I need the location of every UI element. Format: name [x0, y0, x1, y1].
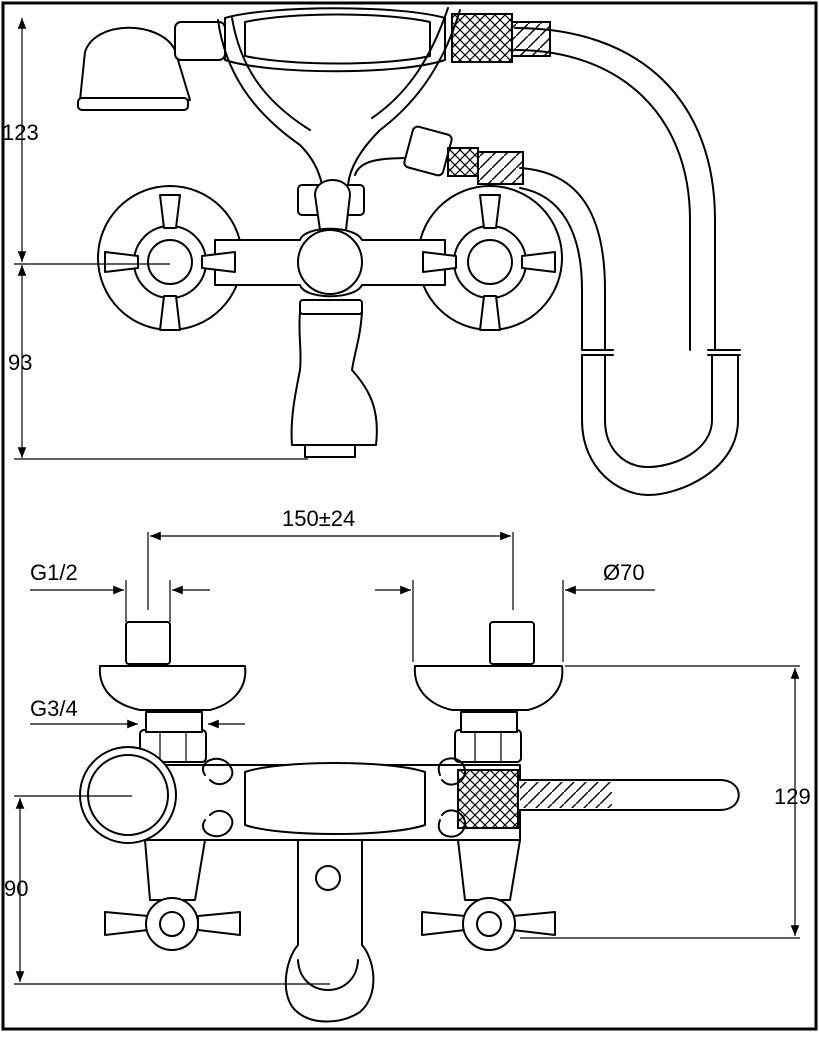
spout-base-circle — [297, 229, 363, 295]
cradle-arm-right — [347, 9, 461, 186]
dim-90-label: 90 — [4, 876, 28, 901]
cradle-hook-left — [202, 757, 234, 786]
knurled-grip — [451, 13, 513, 63]
dim-129-label: 129 — [774, 784, 811, 809]
rosette-bell-left — [98, 665, 247, 711]
hose-nut — [403, 125, 453, 177]
hose-bottom-loop-inner — [604, 354, 713, 468]
valve-stem-left — [144, 839, 206, 901]
handset-body — [224, 7, 446, 73]
dim-150-label: 150±24 — [282, 506, 355, 531]
inlet-stub-right — [489, 621, 535, 665]
valve-stem-right — [457, 839, 521, 901]
hex-nut-right — [454, 729, 522, 763]
hose-outer-inner — [514, 49, 691, 351]
rosette-bell-right — [413, 665, 564, 711]
hose-inner — [519, 167, 606, 351]
dim-g12-label: G1/2 — [30, 560, 78, 585]
dim-d70-label: Ø70 — [603, 560, 645, 585]
dim-93-label: 93 — [8, 350, 32, 375]
dim-123-label: 123 — [2, 120, 39, 145]
inlet-stub-left — [125, 621, 171, 665]
hose-coil-mid — [477, 151, 524, 185]
cross-handle-front-right — [421, 897, 556, 951]
spout-front — [284, 839, 375, 1023]
knurled-grip-front — [457, 769, 519, 829]
dim-g34-label: G3/4 — [30, 696, 78, 721]
hose-connector-pipe — [354, 157, 411, 176]
cross-handle-left — [104, 194, 236, 331]
bottom-view: 150±24 G1/2 Ø70 G3/4 — [4, 506, 811, 1023]
shower-neck — [174, 21, 226, 61]
hose-bottom-loop — [581, 354, 739, 496]
top-view: 123 93 — [2, 7, 741, 496]
hose-outer — [514, 27, 716, 351]
cross-handle-right — [422, 194, 556, 331]
handset-front — [244, 762, 426, 835]
spout — [290, 311, 378, 446]
cross-handle-front-left — [104, 897, 241, 951]
spout-aerator — [304, 444, 356, 458]
cradle-arm-left — [217, 19, 323, 186]
shower-head — [79, 26, 191, 101]
hose-coil-top — [511, 21, 551, 57]
hose-inner-2 — [519, 187, 583, 351]
